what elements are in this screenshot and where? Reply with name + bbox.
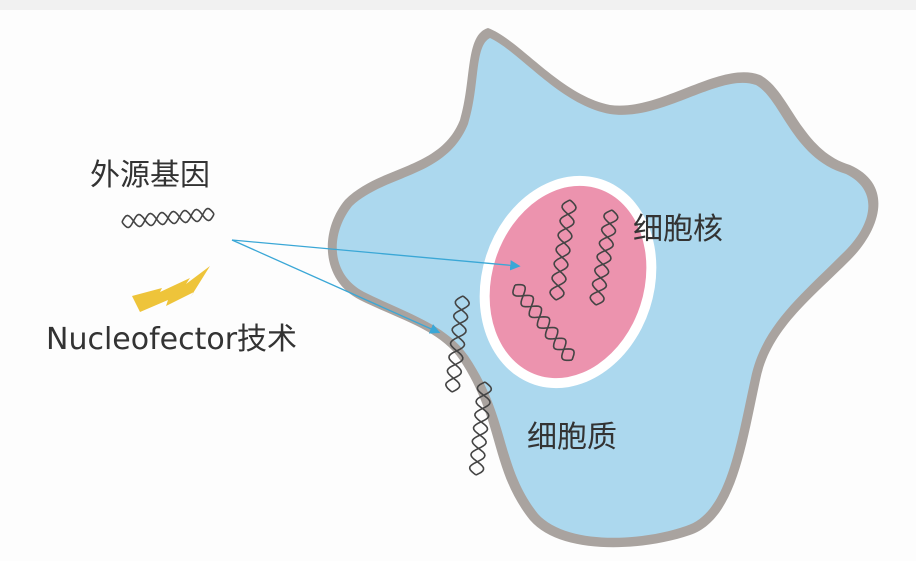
dna-strand (470, 381, 493, 476)
dna-strand (468, 381, 491, 476)
dna-strand (549, 199, 575, 301)
dna-strand (512, 284, 573, 362)
dna-strand (514, 283, 575, 361)
nucleus (489, 185, 647, 379)
nucleus-label: 细胞核 (633, 212, 723, 247)
dna-strand (589, 209, 617, 306)
arrow-to-nucleus (231, 239, 521, 271)
top-strip (0, 0, 916, 10)
arrow-to-cytoplasm (231, 239, 441, 334)
dna-strand (551, 199, 577, 301)
exogenous-gene-label: 外源基因 (90, 158, 210, 193)
technique-label: Nucleofector技术 (46, 322, 298, 357)
dna-strand (121, 208, 215, 228)
cytoplasm-label: 细胞质 (527, 420, 617, 455)
dna-strand (591, 209, 619, 306)
lightning-icon (132, 266, 210, 312)
dna-strand (444, 295, 469, 393)
dna-strand (446, 295, 471, 393)
